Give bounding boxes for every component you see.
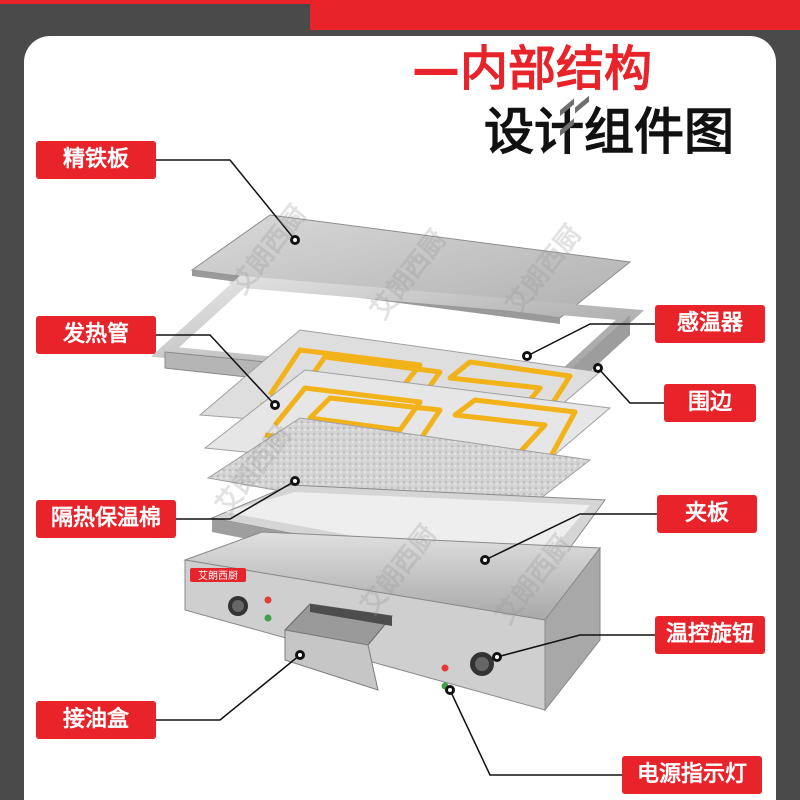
- title-line-1: —内部结构: [412, 41, 653, 97]
- label-heating-tube: 发热管: [36, 316, 156, 354]
- label-thermostat-sensor: 感温器: [655, 305, 765, 343]
- label-oil-box: 接油盒: [36, 701, 156, 739]
- label-rim: 围边: [664, 384, 756, 422]
- label-iron-plate: 精铁板: [36, 141, 156, 179]
- top-accent-bar: [310, 0, 800, 30]
- title-line-2: 设计组件图: [484, 103, 734, 161]
- label-temp-knob: 温控旋钮: [655, 616, 765, 654]
- brand-badge: 艾朗西厨: [198, 570, 238, 582]
- power-light-graphic: [441, 664, 449, 672]
- label-clamp-plate: 夹板: [657, 495, 757, 533]
- brand-badge-bg: [190, 568, 246, 582]
- label-power-light: 电源指示灯: [622, 756, 762, 794]
- label-insulation: 隔热保温棉: [36, 500, 176, 538]
